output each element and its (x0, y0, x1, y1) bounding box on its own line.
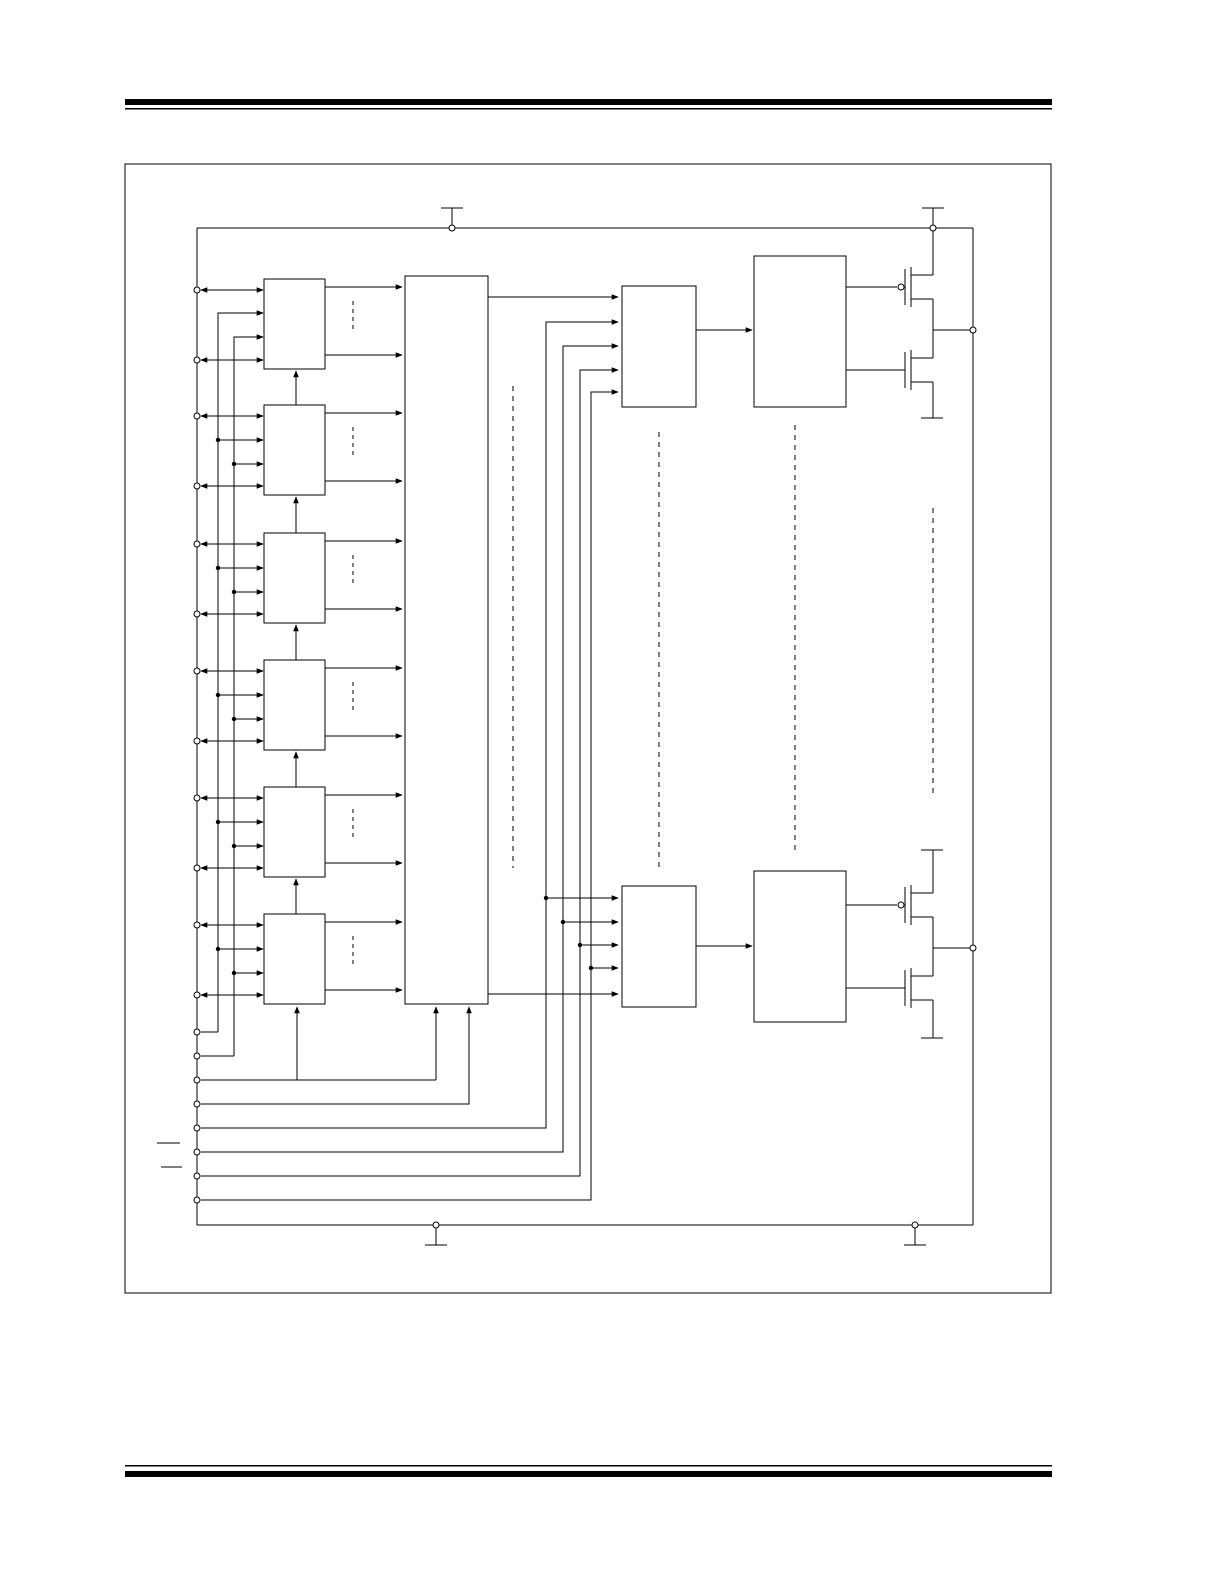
pin-terminal (193, 1172, 201, 1180)
latch-block-5 (263, 786, 326, 878)
ground-terminal (911, 1221, 919, 1229)
junction-dot (215, 565, 221, 571)
control-wire (201, 1006, 472, 1105)
bus-wire (217, 310, 264, 1032)
output-pin (969, 944, 977, 952)
gate-bubble (897, 283, 905, 291)
latch-block-4 (263, 659, 326, 751)
pin-terminal (193, 1100, 201, 1108)
supply-terminal (929, 224, 937, 232)
mux-block-top (621, 285, 697, 408)
pin-terminal (193, 991, 201, 999)
pin-terminal (193, 1076, 201, 1084)
header-rule (125, 99, 1052, 110)
pin-terminal (193, 540, 201, 548)
junction-dot (577, 942, 583, 948)
junction-dot (231, 461, 237, 467)
pin-terminal (193, 610, 201, 618)
figure-frame (124, 163, 1052, 1294)
blocks (263, 255, 847, 1023)
pin-terminal (193, 286, 201, 294)
select-wire (201, 343, 619, 1153)
pin-terminal (193, 412, 201, 420)
junction-dot (588, 965, 594, 971)
latch-block-6 (263, 913, 326, 1005)
central-register-block (404, 275, 489, 1005)
pin-terminal (193, 667, 201, 675)
pin-terminal (193, 921, 201, 929)
pin-terminal (193, 864, 201, 872)
driver-block-top (753, 255, 847, 408)
select-wire (201, 389, 619, 1201)
junction-dot (231, 589, 237, 595)
pin-terminal (193, 356, 201, 364)
select-wire (201, 367, 619, 1177)
pin-terminal (193, 1028, 201, 1036)
junction-dot (215, 946, 221, 952)
pin-terminal (193, 1196, 201, 1204)
pin-terminal (193, 1148, 201, 1156)
junction-dot (543, 895, 549, 901)
junction-dot (215, 692, 221, 698)
latch-block-3 (263, 532, 326, 624)
footer-rule (125, 1465, 1052, 1477)
pin-terminal (193, 794, 201, 802)
junction-dot (231, 970, 237, 976)
mux-block-bottom (621, 885, 697, 1008)
select-wire (201, 319, 619, 1129)
output-pin (969, 326, 977, 334)
pins (193, 224, 977, 1229)
junction-dot (215, 819, 221, 825)
pin-terminal (193, 1124, 201, 1132)
bus-wire (233, 334, 264, 1056)
junction-dot (215, 437, 221, 443)
wiring (157, 207, 974, 1246)
driver-block-bottom (753, 870, 847, 1023)
junction-dot (560, 919, 566, 925)
junction-dot (231, 843, 237, 849)
gate-bubble (897, 901, 905, 909)
pin-terminal (193, 737, 201, 745)
latch-block-2 (263, 404, 326, 496)
supply-terminal (448, 224, 456, 232)
pin-terminal (193, 482, 201, 490)
junction-dot (231, 716, 237, 722)
ground-terminal (432, 1221, 440, 1229)
pin-terminal (193, 1052, 201, 1060)
latch-block-1 (263, 278, 326, 370)
